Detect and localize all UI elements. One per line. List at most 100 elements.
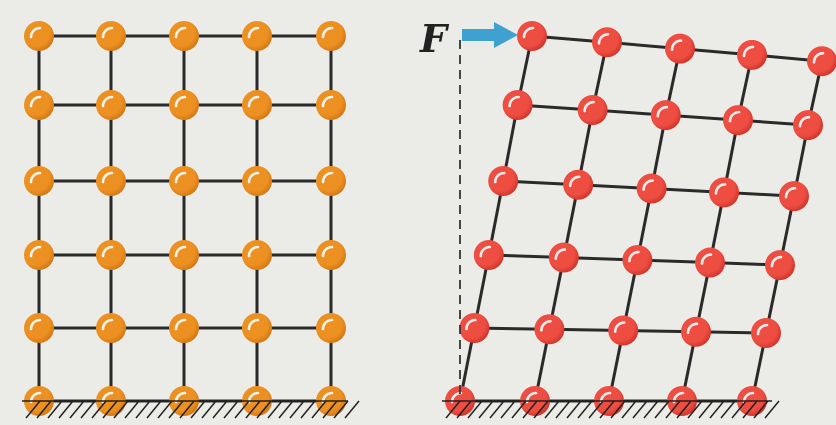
- atom-body: [96, 21, 126, 51]
- atom-ball: [96, 240, 126, 270]
- atom-body: [169, 90, 199, 120]
- atom-body: [608, 316, 638, 346]
- atom-ball: [242, 90, 272, 120]
- atom-ball: [316, 90, 346, 120]
- atom-body: [24, 240, 54, 270]
- atom-body: [503, 90, 533, 120]
- atom-body: [681, 317, 711, 347]
- atom-body: [24, 90, 54, 120]
- atom-body: [737, 40, 767, 70]
- atom-ball: [169, 313, 199, 343]
- atom-body: [751, 318, 781, 348]
- atom-body: [242, 240, 272, 270]
- atom-body: [765, 250, 795, 280]
- atom-body: [242, 90, 272, 120]
- atom-ball: [503, 90, 533, 120]
- atom-body: [169, 166, 199, 196]
- atom-ball: [622, 245, 652, 275]
- atom-ball: [96, 166, 126, 196]
- atom-ball: [169, 90, 199, 120]
- atom-body: [24, 313, 54, 343]
- atom-ball: [709, 177, 739, 207]
- force-label: F: [419, 16, 450, 61]
- atom-ball: [488, 166, 518, 196]
- atom-body: [169, 240, 199, 270]
- atom-body: [242, 166, 272, 196]
- atom-body: [242, 313, 272, 343]
- atom-ball: [779, 181, 809, 211]
- atom-ball: [723, 105, 753, 135]
- atom-ball: [316, 240, 346, 270]
- atom-ball: [751, 318, 781, 348]
- atom-ball: [651, 100, 681, 130]
- atom-body: [709, 177, 739, 207]
- force-arrow-shaft: [462, 29, 496, 41]
- atom-ball: [681, 317, 711, 347]
- atom-body: [96, 166, 126, 196]
- atom-body: [24, 21, 54, 51]
- atom-body: [316, 166, 346, 196]
- atom-ball: [459, 313, 489, 343]
- atom-ball: [793, 110, 823, 140]
- atom-ball: [665, 34, 695, 64]
- atom-ball: [534, 314, 564, 344]
- atom-body: [169, 21, 199, 51]
- atom-ball: [24, 166, 54, 196]
- atom-body: [534, 314, 564, 344]
- atom-body: [96, 313, 126, 343]
- atom-ball: [242, 240, 272, 270]
- atom-body: [723, 105, 753, 135]
- atom-body: [96, 90, 126, 120]
- atom-ball: [242, 166, 272, 196]
- atom-body: [592, 27, 622, 57]
- atom-body: [651, 100, 681, 130]
- atom-body: [695, 248, 725, 278]
- atom-body: [793, 110, 823, 140]
- atom-ball: [517, 21, 547, 51]
- atom-ball: [316, 21, 346, 51]
- atom-ball: [637, 174, 667, 204]
- atom-ball: [765, 250, 795, 280]
- atom-ball: [24, 240, 54, 270]
- atom-ball: [578, 95, 608, 125]
- atom-body: [316, 313, 346, 343]
- atom-ball: [242, 313, 272, 343]
- atom-body: [807, 46, 836, 76]
- atom-ball: [242, 21, 272, 51]
- atom-body: [242, 21, 272, 51]
- atom-ball: [96, 90, 126, 120]
- atom-ball: [169, 21, 199, 51]
- atom-body: [563, 170, 593, 200]
- atom-body: [779, 181, 809, 211]
- atom-body: [169, 313, 199, 343]
- atom-ball: [316, 166, 346, 196]
- atom-ball: [592, 27, 622, 57]
- atom-body: [316, 240, 346, 270]
- atom-body: [578, 95, 608, 125]
- atom-ball: [96, 21, 126, 51]
- atom-ball: [24, 90, 54, 120]
- atom-body: [517, 21, 547, 51]
- atom-body: [665, 34, 695, 64]
- atom-ball: [807, 46, 836, 76]
- atom-body: [637, 174, 667, 204]
- atom-ball: [608, 316, 638, 346]
- atom-ball: [169, 240, 199, 270]
- atom-body: [96, 240, 126, 270]
- atom-ball: [737, 40, 767, 70]
- atom-ball: [474, 240, 504, 270]
- atom-ball: [316, 313, 346, 343]
- atom-body: [459, 313, 489, 343]
- atom-ball: [695, 248, 725, 278]
- atom-ball: [96, 313, 126, 343]
- atom-ball: [169, 166, 199, 196]
- atom-body: [549, 243, 579, 273]
- atom-body: [622, 245, 652, 275]
- atom-body: [24, 166, 54, 196]
- atom-body: [316, 21, 346, 51]
- atom-ball: [549, 243, 579, 273]
- atom-body: [488, 166, 518, 196]
- atom-ball: [563, 170, 593, 200]
